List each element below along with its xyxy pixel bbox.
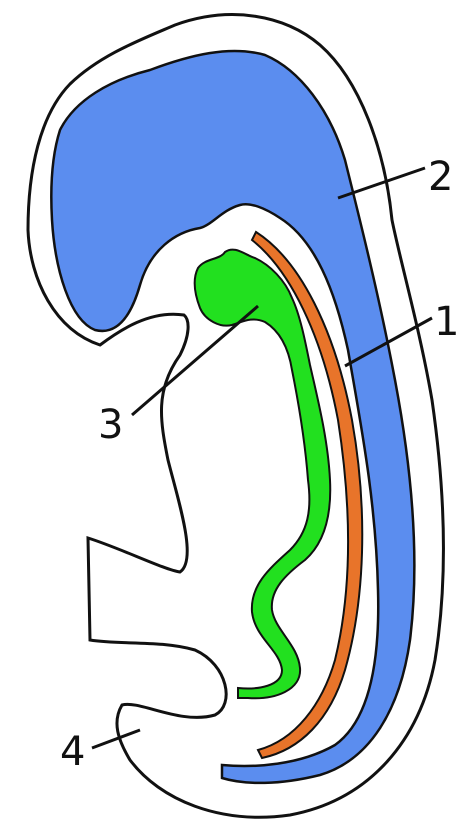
label-2: 2	[428, 154, 453, 200]
label-4: 4	[60, 729, 85, 775]
label-3: 3	[98, 402, 123, 448]
label-1: 1	[434, 299, 459, 345]
